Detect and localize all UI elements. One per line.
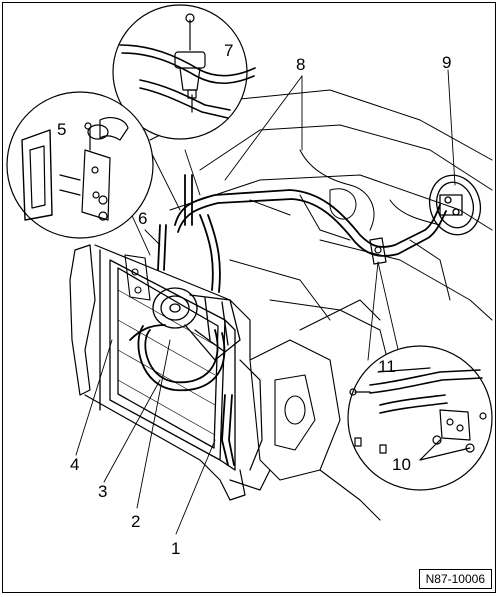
- bracket-area: [124, 254, 151, 301]
- callout-10: 10: [392, 455, 411, 474]
- detail-circle-10-11: [347, 345, 493, 491]
- figure-code: N87-10006: [418, 568, 492, 589]
- leader-lines: [75, 69, 456, 535]
- refrigerant-lines: [129, 174, 447, 466]
- evaporator-connection: [428, 174, 482, 236]
- callout-6: 6: [138, 209, 148, 228]
- detail-circle-7: [112, 4, 256, 140]
- suspension-strut: [249, 299, 381, 521]
- callout-8: 8: [296, 55, 306, 74]
- detail-circle-5: [6, 91, 154, 239]
- callout-5: 5: [57, 120, 67, 139]
- callout-9: 9: [442, 53, 452, 72]
- callout-1: 1: [171, 539, 181, 558]
- callout-3: 3: [98, 482, 108, 501]
- callout-7: 7: [224, 41, 234, 60]
- callout-2: 2: [131, 512, 141, 531]
- compressor: [152, 287, 241, 361]
- clamp-near-8: [369, 237, 387, 265]
- callout-4: 4: [70, 455, 80, 474]
- lock-carrier: [69, 244, 271, 501]
- callout-11: 11: [378, 357, 396, 376]
